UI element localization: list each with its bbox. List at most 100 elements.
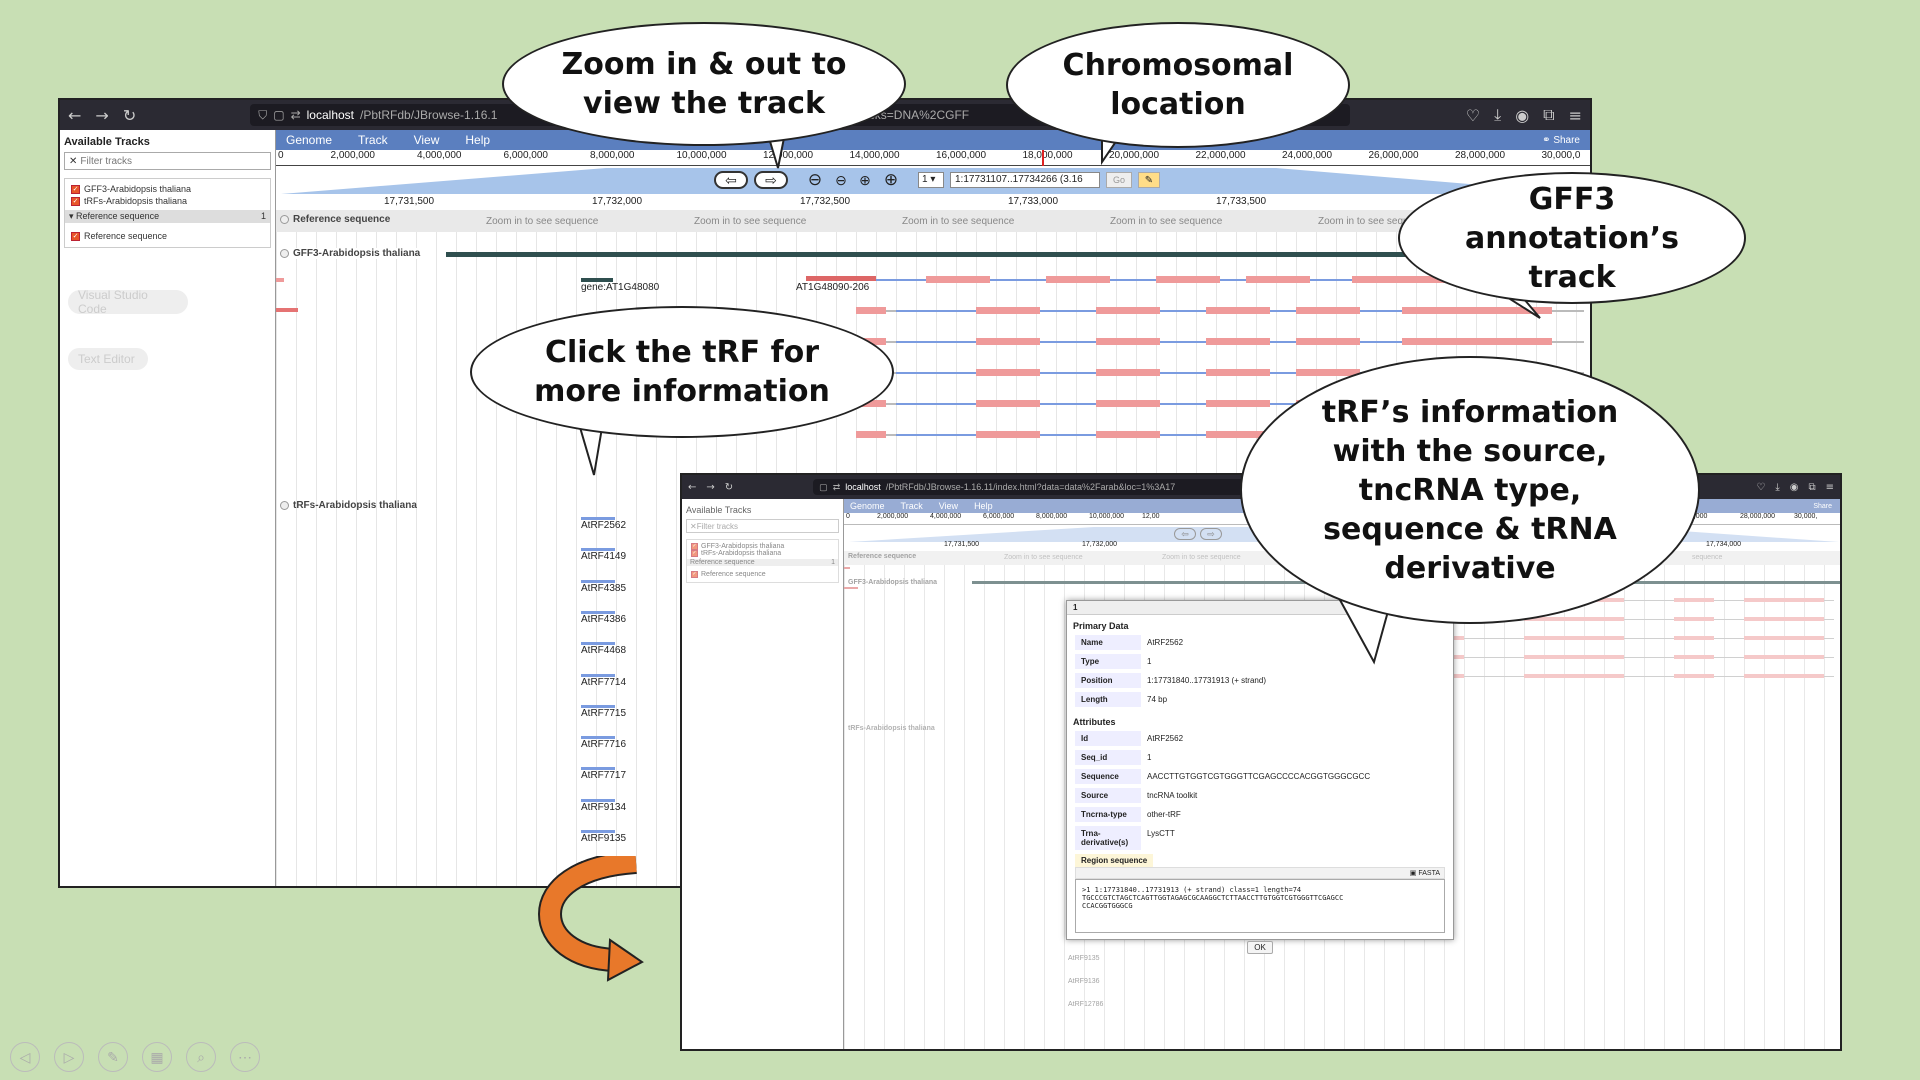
trf-label[interactable]: AtRF7714 (581, 676, 627, 688)
exon[interactable] (1206, 307, 1270, 314)
exon[interactable] (1096, 338, 1160, 345)
exon[interactable] (1156, 276, 1220, 283)
exon[interactable] (1674, 598, 1714, 602)
go-button[interactable]: Go (1106, 172, 1132, 188)
exon[interactable] (1744, 598, 1824, 602)
trf-feature-bar[interactable] (581, 830, 615, 833)
reference-track-label[interactable]: Reference sequence (848, 553, 917, 560)
exon[interactable] (856, 307, 886, 314)
pen-icon[interactable]: ✎ (98, 1042, 128, 1072)
reference-track-label[interactable]: Reference sequence (280, 214, 390, 225)
exon[interactable] (1674, 617, 1714, 621)
exon[interactable] (1296, 338, 1360, 345)
intron-segment[interactable] (896, 434, 1436, 436)
menu-view[interactable]: View (413, 133, 440, 147)
trf-label[interactable]: AtRF9135 (581, 833, 627, 844)
exon[interactable] (1674, 636, 1714, 640)
exon[interactable] (1246, 276, 1310, 283)
track-item-gff3[interactable]: ✓GFF3-Arabidopsis thaliana (71, 184, 192, 194)
extensions-icon[interactable]: ⧉ (1543, 105, 1555, 124)
exon[interactable] (806, 276, 876, 281)
slides-icon[interactable]: ▦ (142, 1042, 172, 1072)
back-icon[interactable]: ← (688, 481, 697, 493)
exon[interactable] (1206, 400, 1270, 407)
menu-icon[interactable]: ≡ (1568, 105, 1582, 125)
share-button[interactable]: Share (1813, 502, 1832, 510)
slide-prev-icon[interactable]: ◁ (10, 1042, 40, 1072)
menu-genome[interactable]: Genome (850, 501, 885, 511)
trf-label[interactable]: AtRF2562 (581, 520, 627, 531)
exon[interactable] (976, 400, 1040, 407)
feature-fragment[interactable] (844, 567, 850, 569)
menu-icon[interactable]: ≡ (1825, 481, 1834, 493)
menu-help[interactable]: Help (465, 133, 491, 147)
pocket-icon[interactable]: ♡ (1465, 105, 1481, 125)
gene-feature[interactable] (581, 278, 613, 282)
filter-tracks-input[interactable]: ✕ Filter tracks (64, 152, 271, 170)
track-item-trfs[interactable]: ✓tRFs-Arabidopsis thaliana (71, 196, 188, 206)
region-sequence-box[interactable]: >1 1:17731840..17731913 (+ strand) class… (1075, 879, 1445, 933)
intron-segment[interactable] (896, 310, 1436, 312)
forward-icon[interactable]: → (706, 481, 715, 493)
zoom-in-big-icon[interactable]: ⊕ (883, 170, 899, 189)
exon[interactable] (1524, 674, 1624, 678)
track-item-reference[interactable]: ✓Reference sequence (71, 231, 168, 241)
gene-span[interactable] (446, 252, 1590, 257)
trf-feature-bar[interactable] (581, 548, 615, 552)
trf-label[interactable]: AtRF4385 (581, 582, 627, 594)
location-input[interactable]: 1:17731107..17734266 (3.16 (950, 172, 1100, 188)
account-icon[interactable]: ◉ (1789, 481, 1799, 493)
clear-icon[interactable]: ✕ (69, 155, 78, 167)
zoom-out-icon[interactable]: ⊖ (835, 171, 847, 188)
menu-track[interactable]: Track (900, 501, 923, 511)
filter-tracks-input[interactable]: ✕Filter tracks (686, 519, 839, 533)
trf-label[interactable]: AtRF7717 (581, 770, 627, 782)
close-track-icon[interactable] (280, 249, 289, 258)
close-track-icon[interactable] (280, 501, 289, 510)
menu-view[interactable]: View (938, 501, 959, 511)
exon[interactable] (1206, 431, 1270, 438)
more-options-icon[interactable]: ⋯ (230, 1042, 260, 1072)
trf-label[interactable]: AtRF7716 (581, 739, 627, 751)
exon[interactable] (1524, 617, 1624, 621)
slide-next-icon[interactable]: ▷ (54, 1042, 84, 1072)
exon[interactable] (1096, 369, 1160, 376)
trf-label[interactable]: AtRF9135 (1068, 955, 1100, 962)
exon[interactable] (1744, 617, 1824, 621)
checkbox-icon[interactable]: ✓ (691, 543, 698, 550)
trf-feature-bar[interactable] (581, 798, 615, 802)
menu-help[interactable]: Help (974, 501, 993, 511)
exon[interactable] (1096, 400, 1160, 407)
trfs-track-label[interactable]: tRFs-Arabidopsis thaliana (280, 500, 417, 511)
exon[interactable] (1206, 369, 1270, 376)
intron-segment[interactable] (896, 403, 1436, 405)
transcript-label[interactable]: AT1G48090-206 (796, 282, 870, 293)
trf-label[interactable]: AtRF9136 (1068, 978, 1100, 985)
pan-left-button[interactable]: ⇦ (1174, 528, 1196, 540)
intron-segment[interactable] (896, 341, 1436, 343)
download-icon[interactable]: ⤓ (1494, 105, 1502, 124)
trf-feature-bar[interactable] (581, 704, 615, 708)
exon[interactable] (976, 307, 1040, 314)
fasta-button[interactable]: ▣ FASTA (1409, 870, 1440, 877)
highlight-icon[interactable]: ✎ (1138, 172, 1160, 188)
trfs-track-label[interactable]: tRFs-Arabidopsis thaliana (848, 725, 935, 732)
menu-genome[interactable]: Genome (286, 133, 333, 147)
trf-label[interactable]: AtRF4149 (581, 551, 627, 563)
pocket-icon[interactable]: ♡ (1756, 481, 1766, 493)
exon[interactable] (1296, 307, 1360, 314)
trf-feature-bar[interactable] (581, 610, 615, 614)
track-item-trfs[interactable]: ✓tRFs-Arabidopsis thaliana (691, 550, 782, 557)
gff3-track-label[interactable]: GFF3-Arabidopsis thaliana (848, 579, 938, 586)
intron-segment[interactable] (896, 372, 1436, 374)
close-track-icon[interactable] (280, 215, 289, 224)
trf-label[interactable]: AtRF12786 (1068, 1001, 1104, 1008)
checkbox-icon[interactable]: ✓ (71, 196, 80, 206)
reload-icon[interactable]: ↻ (724, 481, 734, 493)
trf-feature-bar[interactable] (581, 517, 615, 520)
exon[interactable] (1206, 338, 1270, 345)
menu-track[interactable]: Track (358, 133, 388, 147)
exon[interactable] (856, 400, 886, 407)
